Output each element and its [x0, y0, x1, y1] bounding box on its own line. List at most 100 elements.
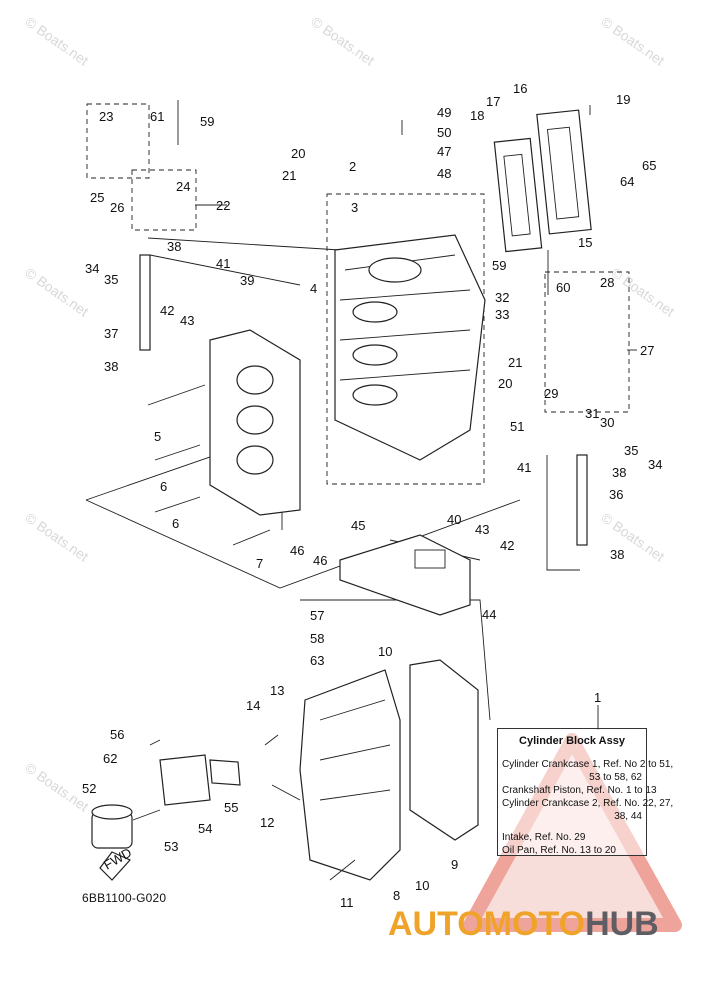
callout-label: 51	[510, 419, 524, 434]
callout-labels: 23 61 59 25 26 24 22 38 34 35 37 38 41 3…	[82, 81, 662, 910]
callout-label: 56	[110, 727, 124, 742]
callout-label: 40	[447, 512, 461, 527]
callout-label: 39	[240, 273, 254, 288]
legend-line: Intake, Ref. No. 29	[502, 832, 586, 843]
callout-label: 54	[198, 821, 212, 836]
legend-line: Cylinder Crankcase 1, Ref. No 2 to 51,	[502, 759, 674, 770]
diagram-code: 6BB1100-G020	[82, 891, 167, 905]
callout-label: 13	[270, 683, 284, 698]
callout-label: 38	[610, 547, 624, 562]
callout-label: 21	[508, 355, 522, 370]
callout-label: 52	[82, 781, 96, 796]
exhaust-cover-part	[493, 109, 592, 253]
callout-label: 43	[475, 522, 489, 537]
brand-text-secondary: HUB	[585, 905, 659, 943]
dipstick-tube-part	[139, 100, 588, 546]
callout-label: 60	[556, 280, 570, 295]
callout-label: 29	[544, 386, 558, 401]
callout-label: 59	[492, 258, 506, 273]
oil-filter-part: FWD	[91, 804, 134, 881]
callout-label: 3	[351, 200, 358, 215]
callout-label: 16	[513, 81, 527, 96]
callout-label: 7	[256, 556, 263, 571]
callout-label: 14	[246, 698, 260, 713]
crankcase-part	[209, 329, 301, 516]
callout-label: 63	[310, 653, 324, 668]
legend-line: 38, 44	[614, 811, 642, 822]
callout-label: 55	[224, 800, 238, 815]
callout-label: 61	[150, 109, 164, 124]
callout-label: 11	[340, 895, 354, 910]
callout-label: 58	[310, 631, 324, 646]
callout-label: 41	[216, 256, 230, 271]
callout-label: 50	[437, 125, 451, 140]
callout-label: 41	[517, 460, 531, 475]
brand-logo-text: AUTOMOTOHUB	[388, 905, 659, 944]
watermark-text: © Boats.net	[22, 13, 91, 68]
callout-label: 36	[609, 487, 623, 502]
callout-label: 23	[99, 109, 113, 124]
callout-label: 30	[600, 415, 614, 430]
callout-label: 43	[180, 313, 194, 328]
callout-label: 42	[500, 538, 514, 553]
callout-label: 9	[451, 857, 458, 872]
callout-label: 34	[85, 261, 99, 276]
legend-line: Crankshaft Piston, Ref. No. 1 to 13	[502, 785, 657, 796]
callout-label: 5	[154, 429, 161, 444]
watermark-text: © Boats.net	[608, 264, 677, 319]
bolt-parts	[132, 105, 591, 881]
callout-label: 33	[495, 307, 509, 322]
callout-label: 18	[470, 108, 484, 123]
callout-label: 24	[176, 179, 190, 194]
cylinder-block-part	[334, 234, 486, 461]
callout-label: 10	[415, 878, 429, 893]
callout-label: 65	[642, 158, 656, 173]
callout-label: 47	[437, 144, 451, 159]
callout-label: 20	[498, 376, 512, 391]
callout-label: 35	[624, 443, 638, 458]
callout-label: 53	[164, 839, 178, 854]
callout-label: 38	[612, 465, 626, 480]
callout-label: 42	[160, 303, 174, 318]
callout-label: 20	[291, 146, 305, 161]
callout-label: 38	[167, 239, 181, 254]
callout-label: 25	[90, 190, 104, 205]
callout-label: 57	[310, 608, 324, 623]
legend-line: Cylinder Crankcase 2, Ref. No. 22, 27,	[502, 798, 674, 809]
callout-label: 19	[616, 92, 630, 107]
callout-label: 46	[313, 553, 327, 568]
callout-label: 48	[437, 166, 451, 181]
oil-pan-part	[299, 659, 479, 881]
callout-label: 32	[495, 290, 509, 305]
callout-label: 38	[104, 359, 118, 374]
callout-label: 28	[600, 275, 614, 290]
callout-label: 2	[349, 159, 356, 174]
callout-label: 26	[110, 200, 124, 215]
callout-label: 12	[260, 815, 274, 830]
callout-label: 10	[378, 644, 392, 659]
callout-label: 15	[578, 235, 592, 250]
callout-label: 4	[310, 281, 317, 296]
legend-title: Cylinder Block Assy	[519, 735, 625, 747]
callout-label: 6	[172, 516, 179, 531]
callout-label: 6	[160, 479, 167, 494]
callout-label: 37	[104, 326, 118, 341]
callout-label: 31	[585, 406, 599, 421]
callout-label: 46	[290, 543, 304, 558]
brand-text-primary: AUTOMOTO	[388, 905, 586, 943]
assembly-legend-box: Cylinder Block Assy Cylinder Crankcase 1…	[497, 728, 674, 856]
callout-label: 8	[393, 888, 400, 903]
callout-label: 21	[282, 168, 296, 183]
callout-label: 35	[104, 272, 118, 287]
callout-label: 17	[486, 94, 500, 109]
callout-label: 64	[620, 174, 634, 189]
callout-label: 49	[437, 105, 451, 120]
watermark-text: © Boats.net	[598, 509, 667, 564]
gasket-part	[339, 534, 471, 616]
legend-line: Oil Pan, Ref. No. 13 to 20	[502, 845, 616, 856]
watermark-text: © Boats.net	[598, 13, 667, 68]
callout-label: 62	[103, 751, 117, 766]
oil-filter-bracket-part	[159, 754, 241, 806]
callout-label: 45	[351, 518, 365, 533]
